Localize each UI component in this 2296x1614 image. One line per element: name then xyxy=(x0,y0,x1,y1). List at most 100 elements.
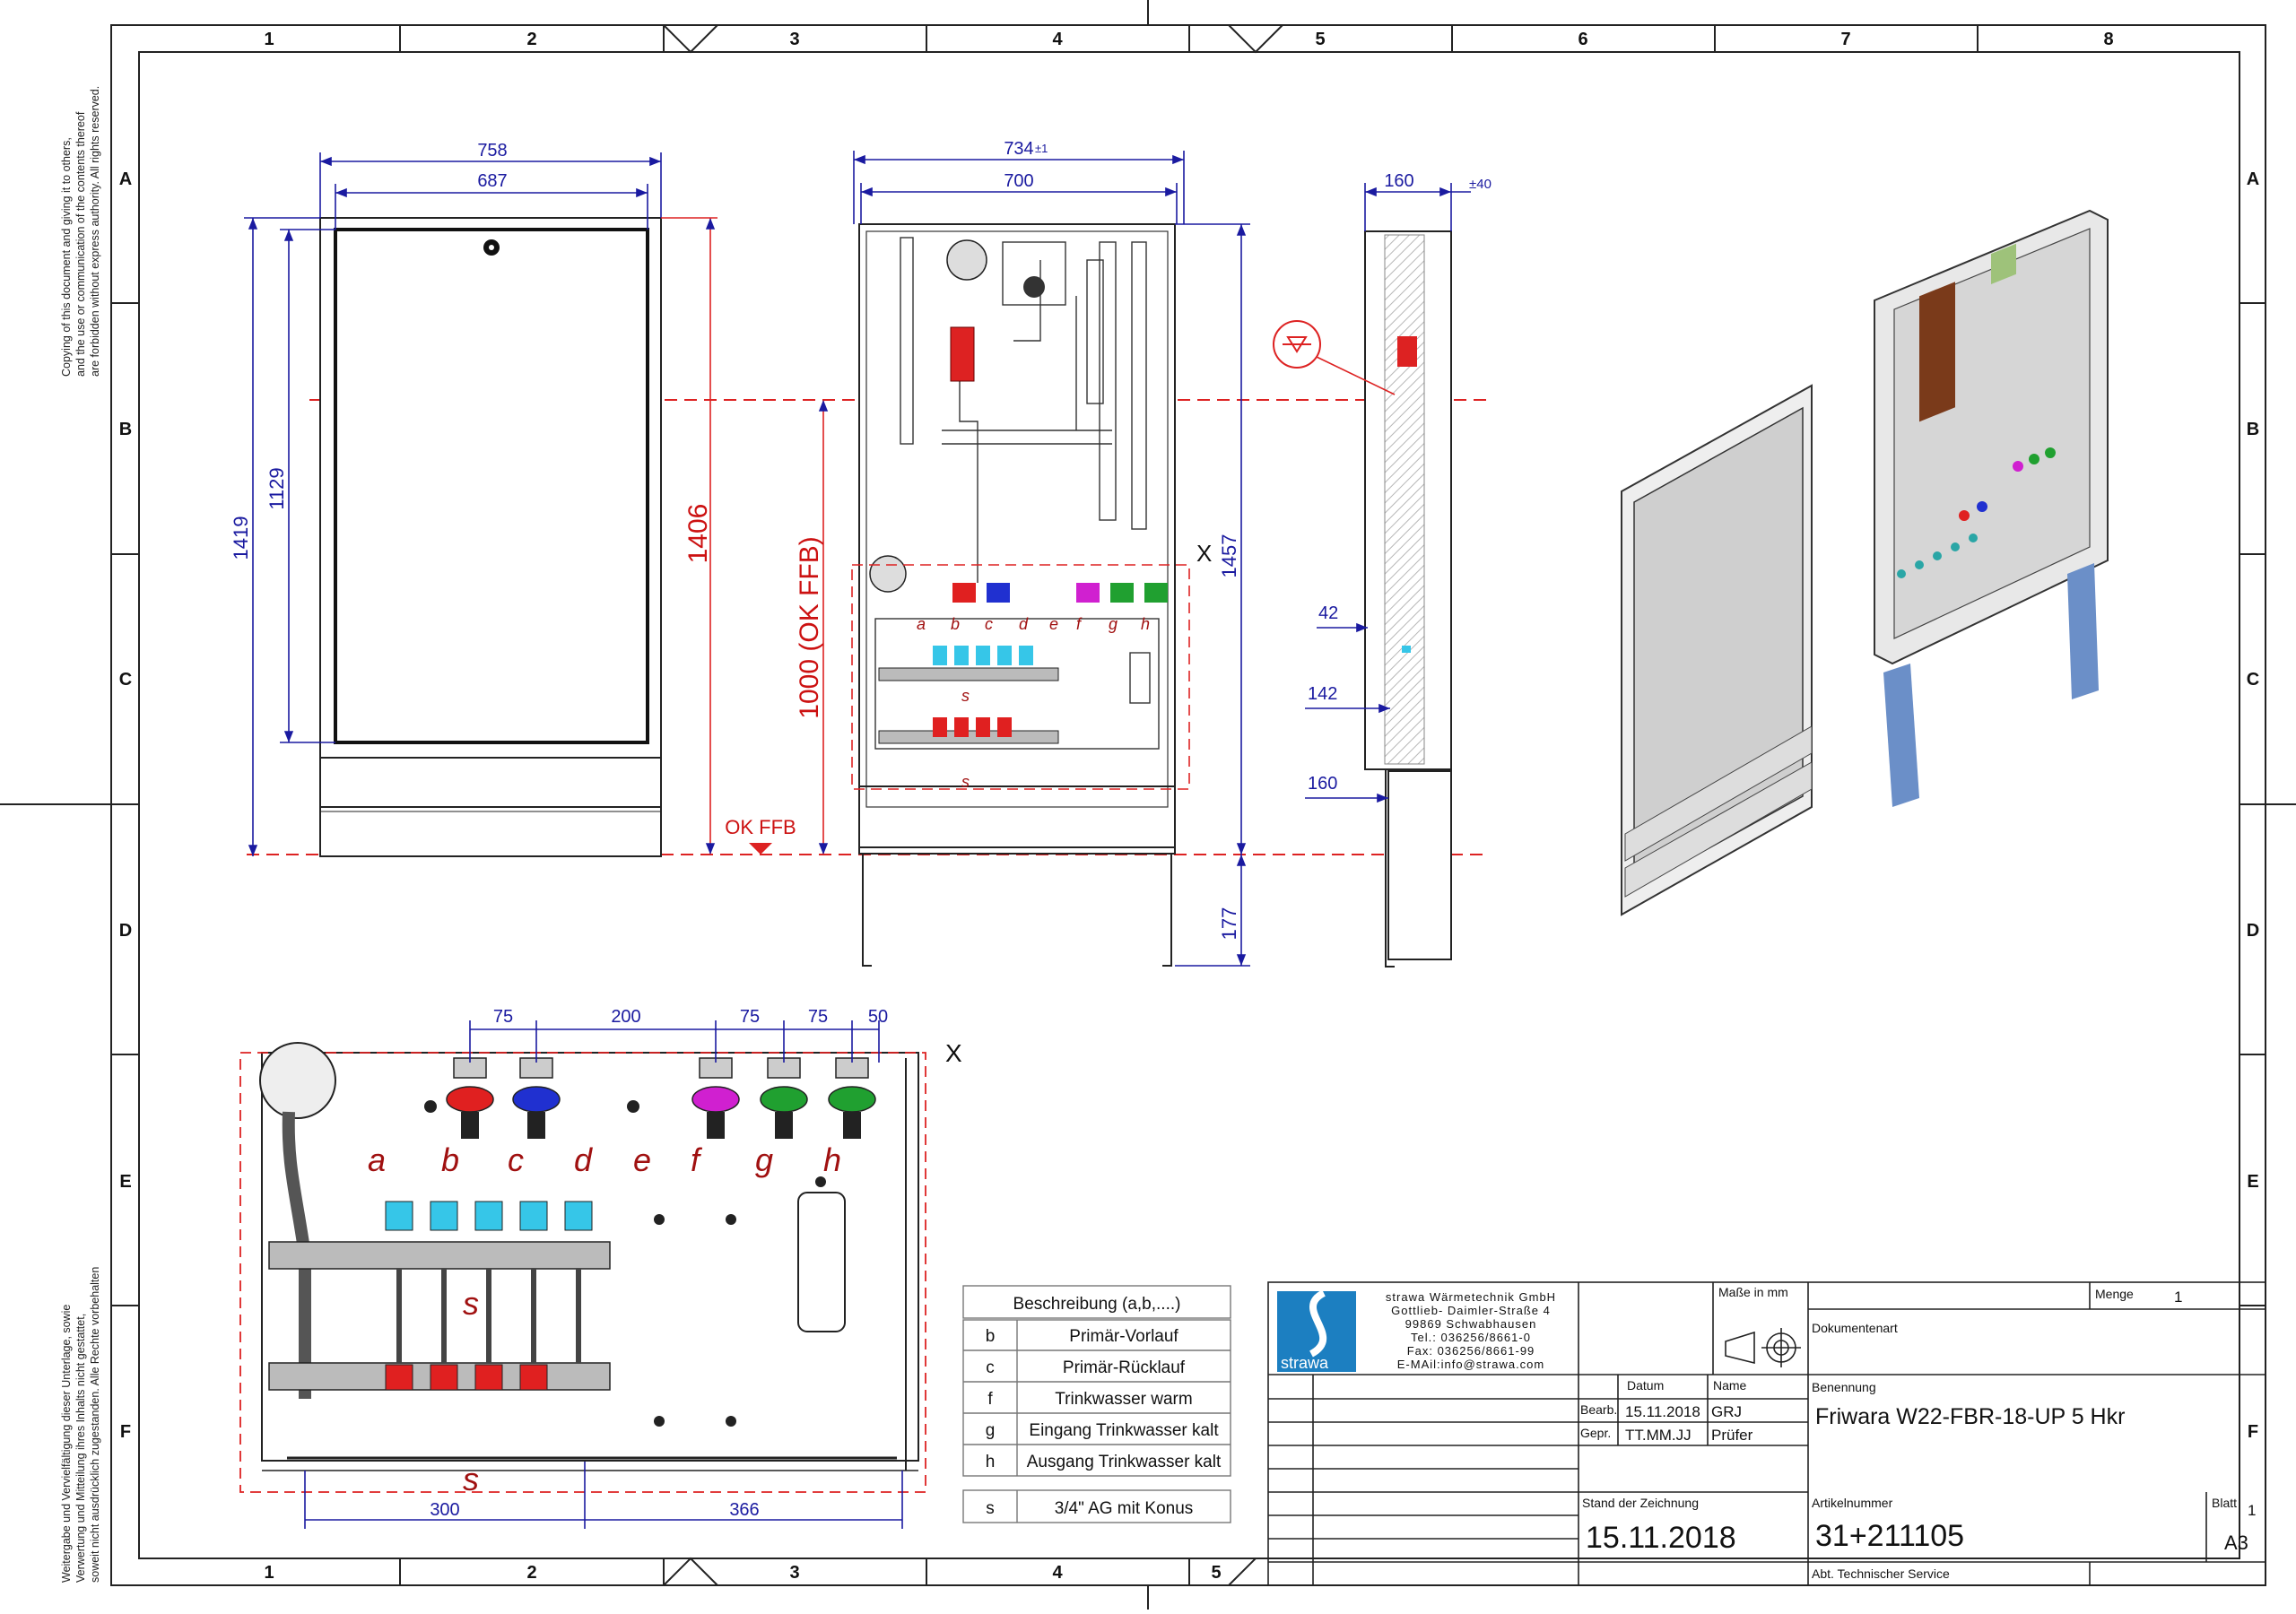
front-inner-width: 687 xyxy=(477,171,507,191)
side-dim-160: 160 xyxy=(1308,774,1337,794)
detail-s-upper: s xyxy=(463,1285,479,1322)
side-depth-tolerance: ±40 xyxy=(1469,177,1492,192)
open-s-lower: s xyxy=(961,773,970,791)
copyright-notice: Copying of this document and giving it t… xyxy=(60,86,101,1583)
artikel-value: 31+211105 xyxy=(1815,1519,1964,1553)
detail-dim-75-c: 75 xyxy=(808,1007,828,1027)
grid-col-1: 1 xyxy=(264,30,274,49)
open-view-x-mark: X xyxy=(1196,540,1212,567)
grid-row-b-left: B xyxy=(119,420,132,439)
front-view: 758 687 1419 1129 1406 OK FFB xyxy=(230,141,796,857)
open-port-a: a xyxy=(917,615,926,633)
logo-text: strawa xyxy=(1281,1354,1329,1372)
grid-bcol-3: 3 xyxy=(789,1563,799,1583)
gepr-name: Prüfer xyxy=(1711,1427,1753,1444)
floor-marker-icon xyxy=(749,843,772,855)
gepr-label: Gepr. xyxy=(1580,1426,1611,1440)
inspection-symbol-icon xyxy=(1273,320,1321,369)
legend-desc-c: Primär-Rücklauf xyxy=(1063,1358,1186,1377)
gepr-date: TT.MM.JJ xyxy=(1625,1427,1692,1444)
open-total-width: 734 xyxy=(1004,139,1033,159)
grid-row-d-left: D xyxy=(119,921,132,941)
side-depth: 160 xyxy=(1384,171,1413,191)
front-inner-height: 1129 xyxy=(265,467,288,509)
open-s-upper: s xyxy=(961,687,970,705)
copyright-line-2: and the use or communication of the cont… xyxy=(74,111,87,377)
detail-port-g: g xyxy=(755,1141,773,1178)
isometric-cabinet-view xyxy=(1874,209,2109,807)
detail-x-view: X xyxy=(239,1007,962,1529)
grid-col-6: 6 xyxy=(1578,30,1587,49)
detail-port-d: d xyxy=(574,1141,593,1178)
legend-desc-b: Primär-Vorlauf xyxy=(1069,1327,1178,1346)
side-view: 160 ±40 42 142 160 xyxy=(1273,171,1492,968)
open-port-f: f xyxy=(1076,615,1083,633)
datum-label: Datum xyxy=(1627,1378,1664,1393)
legend-key-f: f xyxy=(987,1390,993,1409)
detail-s-lower: s xyxy=(463,1461,479,1497)
open-total-height: 1457 xyxy=(1218,534,1240,578)
open-floor-height: 1000 (OK FFB) xyxy=(795,536,824,718)
stand-value: 15.11.2018 xyxy=(1586,1521,1736,1555)
side-dim-42: 42 xyxy=(1318,603,1338,623)
benennung-value: Friwara W22-FBR-18-UP 5 Hkr xyxy=(1815,1404,2125,1429)
legend-header: Beschreibung (a,b,....) xyxy=(1013,1295,1181,1314)
company-city: 99869 Schwabhausen xyxy=(1405,1317,1537,1331)
open-base-height: 177 xyxy=(1218,907,1240,941)
blatt-value: 1 xyxy=(2248,1502,2256,1519)
detail-port-e: e xyxy=(633,1141,651,1178)
menge-value: 1 xyxy=(2174,1289,2182,1306)
grid-row-c-left: C xyxy=(119,670,132,690)
detail-x-mark: X xyxy=(945,1039,962,1067)
grid-bcol-2: 2 xyxy=(526,1563,536,1583)
masse-label: Maße in mm xyxy=(1718,1285,1788,1299)
detail-port-c: c xyxy=(508,1141,524,1178)
grid-col-3: 3 xyxy=(789,30,799,49)
open-port-e: e xyxy=(1049,615,1058,633)
open-port-b: b xyxy=(951,615,960,633)
abt-label: Abt. Technischer Service xyxy=(1812,1566,1950,1581)
format-value: A3 xyxy=(2224,1532,2248,1554)
detail-dim-50: 50 xyxy=(868,1007,888,1027)
open-width-tolerance: ±1 xyxy=(1035,142,1048,155)
company-name: strawa Wärmetechnik GmbH xyxy=(1386,1290,1556,1304)
detail-dim-75-b: 75 xyxy=(740,1007,760,1027)
open-inner-width: 700 xyxy=(1004,171,1033,191)
grid-bcol-4: 4 xyxy=(1052,1563,1063,1583)
legend-desc-f: Trinkwasser warm xyxy=(1055,1390,1192,1409)
legend-key-c: c xyxy=(986,1358,995,1377)
company-phone: Tel.: 036256/8661-0 xyxy=(1411,1331,1531,1344)
front-outer-height: 1419 xyxy=(230,516,252,560)
bearb-name: GRJ xyxy=(1711,1403,1742,1420)
company-street: Gottlieb- Daimler-Straße 4 xyxy=(1391,1304,1551,1317)
detail-port-a: a xyxy=(368,1141,386,1178)
name-label: Name xyxy=(1713,1378,1747,1393)
title-block xyxy=(1267,1281,2266,1586)
legend-table xyxy=(962,1285,1231,1523)
grid-bcol-5: 5 xyxy=(1211,1563,1221,1583)
dokumentenart-label: Dokumentenart xyxy=(1812,1321,1898,1335)
menge-label: Menge xyxy=(2095,1287,2134,1301)
grid-col-7: 7 xyxy=(1840,30,1850,49)
projection-symbol-icon xyxy=(1725,1328,1801,1367)
legend-desc-s: 3/4" AG mit Konus xyxy=(1055,1499,1194,1518)
copyright-de-line-2: Verwertung und Mitteilung ihres Inhalts … xyxy=(74,1314,87,1583)
legend-desc-h: Ausgang Trinkwasser kalt xyxy=(1027,1453,1222,1471)
copyright-line-3: are forbidden without express authority.… xyxy=(89,86,101,377)
grid-col-5: 5 xyxy=(1315,30,1325,49)
grid-row-a-right: A xyxy=(2247,169,2259,189)
open-port-h: h xyxy=(1141,615,1150,633)
grid-row-e-left: E xyxy=(119,1172,131,1192)
grid-row-e-right: E xyxy=(2247,1172,2258,1192)
bearb-label: Bearb. xyxy=(1580,1402,1617,1417)
grid-col-2: 2 xyxy=(526,30,536,49)
grid-col-4: 4 xyxy=(1052,30,1063,49)
ok-ffb-label: OK FFB xyxy=(725,816,796,838)
bearb-date: 15.11.2018 xyxy=(1625,1403,1700,1420)
grid-row-a-left: A xyxy=(119,169,132,189)
grid-row-d-right: D xyxy=(2247,921,2259,941)
grid-bcol-1: 1 xyxy=(264,1563,274,1583)
front-outer-width: 758 xyxy=(477,141,507,161)
grid-row-f-right: F xyxy=(2248,1422,2258,1442)
